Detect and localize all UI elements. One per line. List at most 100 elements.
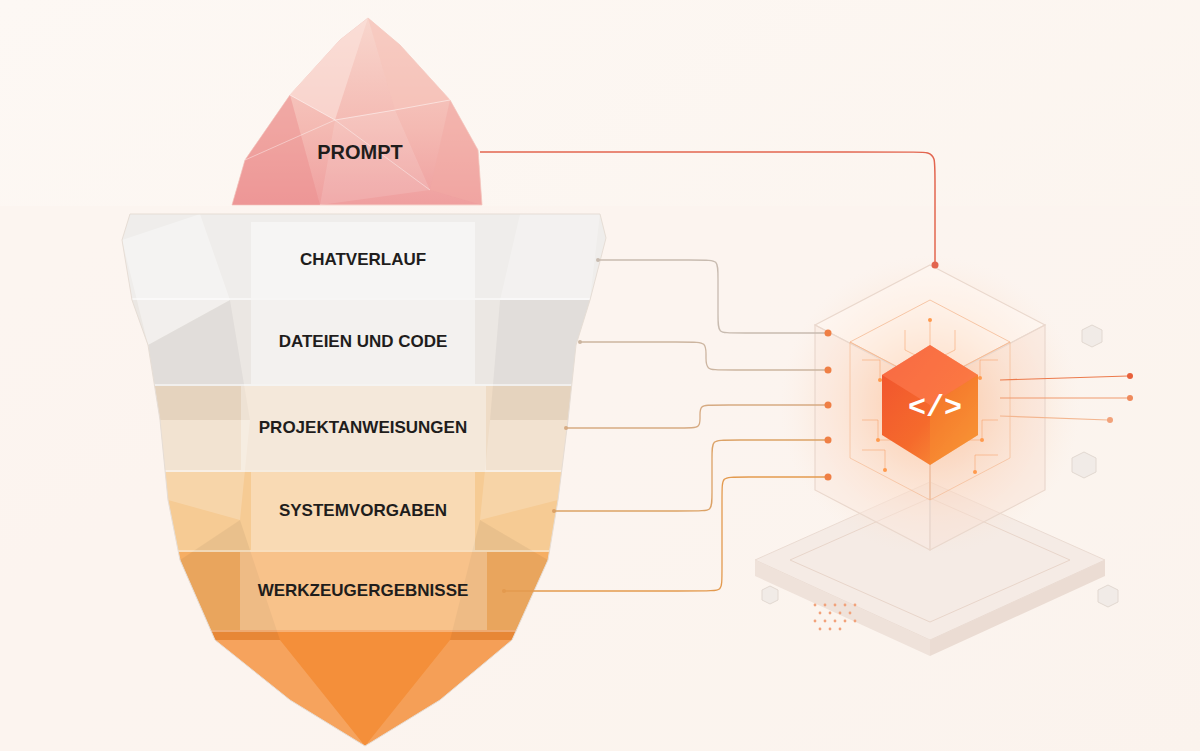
art-circle	[878, 378, 882, 382]
art-line	[1000, 397, 1128, 398]
art-polyline	[290, 95, 450, 120]
art-circle	[834, 620, 837, 623]
art-circle	[978, 376, 982, 380]
art-polygon	[1072, 452, 1096, 478]
art-circle	[824, 620, 827, 623]
output-lines	[1000, 376, 1128, 420]
art-circle	[854, 604, 857, 607]
art-circle	[814, 620, 817, 623]
connector-dot	[578, 340, 582, 344]
context-connector	[480, 152, 935, 265]
connector-dot	[552, 509, 556, 513]
art-circle	[819, 628, 822, 631]
iceberg-band: CHATVERLAUF	[128, 222, 598, 298]
art-line	[1000, 416, 1108, 420]
dot-grid	[814, 604, 857, 631]
layer-label: PROMPT	[313, 141, 407, 164]
art-polygon	[215, 640, 365, 746]
art-circle	[780, 255, 1080, 555]
art-polygon	[430, 100, 482, 205]
art-circle	[883, 468, 887, 472]
art-polygon	[148, 300, 250, 420]
art-circle	[844, 604, 847, 607]
code-icon-label: </>	[904, 391, 966, 425]
connector-dot	[825, 330, 832, 337]
processor-node: </>	[828, 265, 1042, 550]
connector-dot	[825, 402, 832, 409]
context-connector	[566, 405, 828, 428]
iceberg-band: DATEIEN UND CODE	[146, 300, 580, 384]
art-polygon	[500, 214, 600, 300]
art-polygon	[930, 560, 1105, 656]
context-connector	[598, 260, 828, 333]
art-line	[1000, 376, 1128, 380]
output-dots	[1107, 373, 1133, 423]
connector-dot	[564, 426, 568, 430]
art-polyline	[245, 120, 430, 190]
water-line	[0, 205, 1200, 207]
iceberg-band: SYSTEMVORGABEN	[172, 472, 554, 550]
connector-dot	[825, 367, 832, 374]
art-polygon	[490, 300, 590, 420]
art-polygon	[365, 640, 512, 746]
art-g	[876, 318, 984, 474]
layer-label: SYSTEMVORGABEN	[251, 472, 475, 550]
context-connector	[504, 477, 828, 591]
processor-cube	[780, 255, 1080, 555]
prompt-tip: PROMPT	[240, 132, 480, 172]
art-circle	[839, 628, 842, 631]
underwater-ground	[0, 206, 1200, 751]
art-circle	[829, 628, 832, 631]
iceberg-outline	[122, 214, 606, 746]
art-polyline	[862, 450, 885, 470]
art-polygon	[232, 18, 482, 205]
art-circle	[824, 604, 827, 607]
art-circle	[1107, 417, 1113, 423]
art-circle	[814, 604, 817, 607]
deco-cubes	[762, 325, 1118, 607]
layer-label: PROJEKTANWEISUNGEN	[241, 386, 486, 470]
layer-label: DATEIEN UND CODE	[251, 300, 475, 384]
art-circle	[1127, 395, 1133, 401]
art-polygon	[232, 95, 320, 205]
connector-dot	[502, 589, 506, 593]
connector-dot	[596, 258, 600, 262]
art-circle	[876, 438, 880, 442]
art-polygon	[882, 345, 978, 465]
art-circle	[829, 612, 832, 615]
connector-dot	[825, 437, 832, 444]
art-circle	[834, 604, 837, 607]
art-circle	[839, 612, 842, 615]
art-circle	[980, 438, 984, 442]
art-polyline	[930, 320, 931, 345]
art-polygon	[755, 560, 930, 656]
layer-label: WERKZEUGERGEBNISSE	[240, 552, 487, 630]
art-polygon	[160, 420, 250, 520]
iceberg-band: WERKZEUGERGEBNISSE	[222, 552, 504, 630]
art-polyline	[975, 455, 998, 472]
context-connector	[554, 440, 828, 511]
art-polyline	[945, 330, 955, 355]
connector-dot	[825, 474, 832, 481]
connector-dot	[932, 262, 939, 269]
art-circle	[973, 470, 977, 474]
art-polygon	[1082, 325, 1102, 347]
art-rect	[100, 630, 620, 750]
iceberg-body	[100, 210, 620, 750]
iceberg-band: PROJEKTANWEISUNGEN	[160, 386, 566, 470]
art-line	[100, 630, 620, 632]
art-circle	[844, 620, 847, 623]
art-circle	[854, 620, 857, 623]
art-circle	[819, 612, 822, 615]
art-polygon	[762, 586, 778, 604]
layer-label: CHATVERLAUF	[251, 222, 475, 298]
art-circle	[928, 318, 932, 322]
art-g	[862, 320, 998, 472]
art-circle	[1127, 373, 1133, 379]
art-polygon	[290, 18, 368, 120]
art-polyline	[905, 330, 915, 355]
art-polygon	[368, 18, 450, 110]
